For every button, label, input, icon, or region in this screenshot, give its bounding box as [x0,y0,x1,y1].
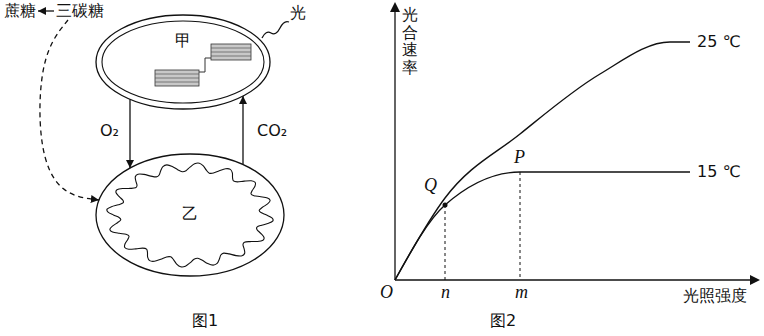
outer-membrane [96,154,284,276]
flow-arrow [129,99,130,168]
origin-label: O [380,283,393,301]
node-text: 三碳糖 [54,2,106,20]
rate-curve [395,172,690,280]
inner-membrane [102,21,264,103]
stroma-lamella [199,58,211,72]
thylakoid [155,78,199,79]
product-label: 三碳糖 [54,2,106,20]
thylakoid [155,74,199,75]
curves [395,42,690,280]
curve-label: 25 ℃ [697,33,740,51]
cristae [107,163,273,267]
light-wave [262,22,289,38]
tick-label: m [515,283,528,301]
q-dash [445,205,446,280]
flow-arrow [242,96,243,165]
outer-membrane [96,15,270,109]
x-axis-arrow [750,275,760,285]
y-axis-arrow [390,2,400,12]
axis-title: 光合速率 [402,6,418,76]
node-text: 乙 [182,205,198,223]
tick-label: n [441,283,450,301]
granum [211,44,251,60]
axis-title: 光照强度 [683,287,747,305]
product-label: 蔗糖 [2,2,38,20]
thylakoid [155,82,199,83]
node-text: 蔗糖 [2,2,38,20]
flow-arrow [40,20,99,200]
chloroplast-outline [95,14,271,110]
rate-curve [395,42,690,280]
edge-label: O₂ [100,122,119,140]
thylakoid [211,56,251,57]
thylakoid [211,48,251,49]
curve-label: 15 ℃ [697,163,740,181]
x-axis [395,279,752,280]
flow-arrow [38,10,54,11]
thylakoid [211,52,251,53]
point-label: P [514,148,525,166]
y-axis [394,10,395,280]
point-label: Q [424,176,437,194]
node-text: 甲 [175,32,191,50]
granum [155,70,199,86]
mitochondrion: 乙 [95,153,285,277]
figure-caption: 图1 [192,312,218,330]
light-label: 光 [290,4,306,22]
chloroplast: 甲 [95,14,271,110]
figure-caption: 图2 [490,312,516,330]
edge-label: CO₂ [257,122,287,140]
p-dash [520,172,521,280]
